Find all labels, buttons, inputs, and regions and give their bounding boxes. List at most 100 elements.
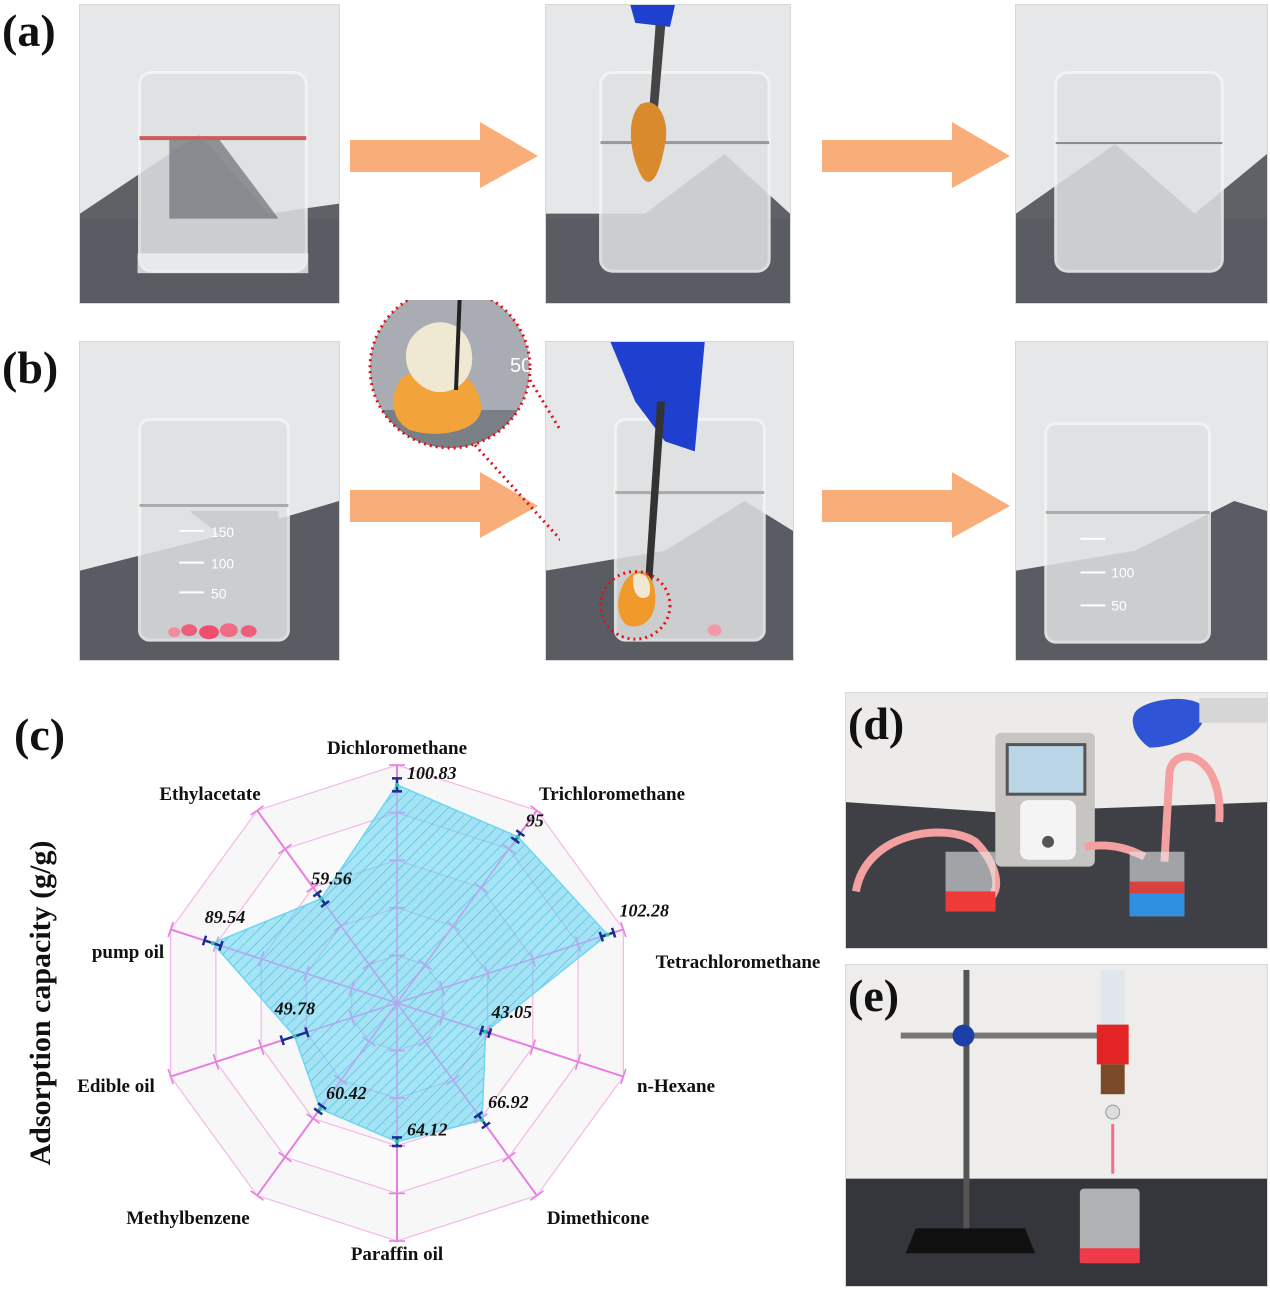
value-label-1: 95	[526, 811, 544, 831]
axis-outer-4	[481, 1119, 538, 1197]
inset-connector-2	[528, 379, 560, 433]
data-point-2	[605, 932, 610, 937]
beaker-mark-150: 150	[211, 524, 234, 540]
category-label-9: Ethylacetate	[159, 784, 260, 805]
data-point-3	[483, 1029, 488, 1034]
category-label-7: Edible oil	[77, 1076, 155, 1097]
error-cap	[473, 1110, 484, 1119]
panel-label-c: (c)	[14, 709, 66, 760]
axis-tick	[484, 965, 491, 982]
axis-tick	[348, 980, 355, 997]
axis-outer-9	[256, 809, 323, 900]
beaker-mark-50: 50	[211, 585, 227, 601]
arrow-b2	[822, 472, 1010, 538]
error-cap	[478, 1025, 485, 1036]
value-label-7: 49.78	[274, 998, 316, 1018]
axis-inner-3	[396, 1002, 486, 1033]
photo-b3-clean-water: 100 50	[1015, 341, 1268, 661]
axis-tick	[446, 1074, 460, 1086]
beaker-mark-50: 50	[1111, 597, 1127, 613]
category-label-1: Trichloromethane	[539, 784, 685, 805]
axis-outer-7	[170, 1035, 295, 1078]
photo-b2-sponge-collecting	[545, 341, 794, 661]
axis-tick	[278, 843, 293, 855]
inset-dotted-circle	[368, 300, 532, 450]
axis-tick	[501, 1151, 516, 1163]
axis-tick	[620, 921, 627, 938]
axis-tick	[334, 920, 348, 932]
category-label-5: Paraffin oil	[351, 1244, 443, 1265]
axis-outer-6	[256, 1108, 321, 1197]
data-point-4	[480, 1118, 485, 1123]
axis-inner-9	[320, 898, 398, 1004]
axis-tick	[250, 805, 265, 816]
axis-tick	[418, 1036, 432, 1047]
arrow-b1	[350, 472, 538, 538]
axis-tick	[306, 882, 321, 893]
error-cap	[312, 889, 323, 898]
panel-label-a: (a)	[2, 5, 56, 56]
category-label-8: pump oil	[92, 942, 164, 963]
data-point-8	[210, 941, 215, 946]
axis-tick	[574, 1053, 582, 1070]
photo-b1-beaker-red-droplets: 150 100 50	[79, 341, 340, 661]
category-label-0: Dichloromethane	[327, 738, 467, 759]
panel-label-b: (b)	[2, 342, 59, 393]
photo-a2-sponge-absorbing	[545, 4, 791, 304]
axis-tick	[501, 843, 516, 855]
data-point-6	[318, 1106, 323, 1111]
axis-tick	[446, 920, 460, 932]
axis-tick	[212, 1053, 220, 1070]
value-label-8: 89.54	[205, 907, 246, 927]
axis-tick	[278, 1151, 293, 1163]
error-cap	[317, 1102, 327, 1111]
error-cap	[320, 900, 330, 908]
axis-tick	[167, 921, 174, 938]
category-label-4: Dimethicone	[547, 1208, 649, 1229]
axis-tick	[473, 882, 488, 893]
arrow-shape	[822, 472, 1010, 538]
axis-inner-8	[212, 942, 398, 1004]
data-point-0	[395, 782, 399, 787]
data-point-1	[515, 834, 520, 839]
axis-tick	[334, 1074, 348, 1086]
value-label-6: 60.42	[326, 1083, 367, 1103]
category-label-2: Tetrachloromethane	[656, 952, 821, 973]
axis-tick	[574, 936, 582, 953]
arrow-a2	[822, 122, 1010, 188]
arrow-shape	[350, 122, 538, 188]
axis-tick	[257, 951, 265, 967]
photo-a3-clean-water	[1015, 4, 1268, 304]
beaker-mark-100: 100	[1111, 565, 1134, 581]
data-point-7	[292, 1034, 297, 1039]
axis-tick	[439, 980, 446, 997]
axis-tick	[529, 1039, 537, 1055]
axis-tick	[362, 1036, 376, 1047]
error-cap	[218, 940, 224, 951]
value-label-5: 64.12	[407, 1120, 448, 1140]
error-cap	[313, 1107, 324, 1116]
error-cap	[486, 1027, 493, 1039]
axis-tick	[620, 1068, 627, 1085]
error-cap	[510, 836, 521, 845]
radar-chart: Adsorption capacity (g/g) Dichloromethan…	[24, 738, 821, 1265]
error-cap	[515, 829, 526, 838]
error-cap	[279, 1035, 285, 1046]
value-label-3: 43.05	[491, 1002, 532, 1022]
axis-inner-1	[396, 836, 519, 1004]
category-label-6: Methylbenzene	[126, 1208, 249, 1229]
inset-mark-50: 50	[510, 355, 532, 377]
axis-tick	[167, 1068, 174, 1085]
value-label-9: 59.56	[311, 869, 352, 889]
axis-tick	[348, 1009, 355, 1026]
beaker-mark-100: 100	[211, 556, 234, 572]
photo-e-column-filtration: (e)	[845, 964, 1268, 1287]
error-cap	[304, 1027, 310, 1038]
axis-tick	[250, 1190, 265, 1201]
axis-tick	[303, 965, 310, 982]
photo-d-peristaltic-pump: (d)	[845, 692, 1268, 949]
panel-label-e: (e)	[848, 970, 900, 1021]
error-cap	[610, 927, 617, 938]
panel-label-d: (d)	[848, 698, 905, 749]
photo-a1-beaker-oil-layer	[79, 4, 340, 304]
